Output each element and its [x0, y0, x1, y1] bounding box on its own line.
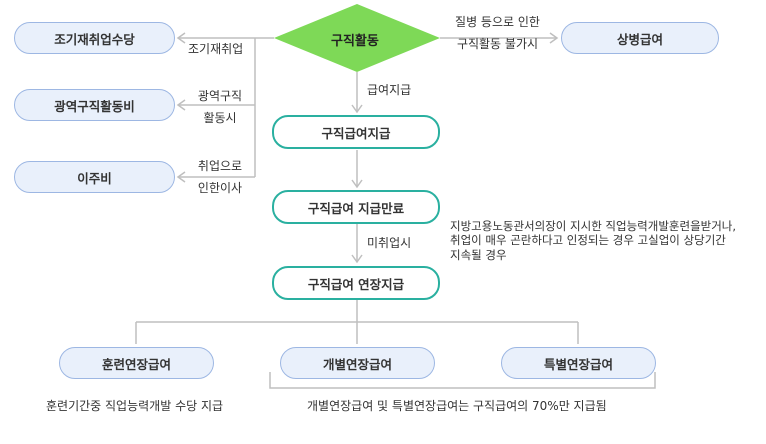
node-extended: 구직급여 연장지급: [272, 266, 440, 300]
note-training: 훈련기간중 직업능력개발 수당 지급: [46, 399, 224, 413]
arrowhead-extended: [351, 254, 363, 264]
note-individual-special: 개별연장급여 및 특별연장급여는 구직급여의 70%만 지급됨: [307, 399, 607, 413]
node-payment: 구직급여지급: [272, 115, 440, 149]
edge-label-sickness: 질병 등으로 인한 구직활동 불가시: [440, 12, 555, 55]
node-individual-ext: 개별연장급여: [280, 347, 435, 379]
start-label: 구직활동: [331, 34, 379, 49]
arrowhead-sickness: [549, 32, 559, 44]
node-sickness: 상병급여: [561, 22, 719, 54]
edge-label-wide-area-line2: 활동시: [203, 110, 237, 125]
edge-label-wide-area-line1: 광역구직: [197, 89, 243, 103]
arrowhead-payment-end: [351, 179, 363, 189]
edge-label-wide-area: 광역구직 활동시: [190, 86, 250, 129]
arrowhead-wide: [176, 99, 186, 111]
arrowhead-relocation: [176, 171, 186, 183]
note-extension-condition-line3: 지속될 경우: [450, 247, 507, 262]
edge-label-relocation-line1: 취업으로: [197, 159, 243, 173]
edge-label-sickness-line2: 구직활동 불가시: [456, 36, 539, 51]
arrowhead-payment: [351, 104, 363, 114]
edge-label-relocation: 취업으로 인한이사: [188, 156, 252, 199]
node-training-ext: 훈련연장급여: [59, 347, 214, 379]
node-payment-end: 구직급여 지급만료: [272, 190, 440, 224]
edge-label-not-employed: 미취업시: [367, 236, 412, 250]
bracket-individual-special: [269, 372, 656, 389]
edge-label-benefit-payment: 급여지급: [367, 83, 412, 97]
note-extension-condition-line1: 지방고용노동관서의장이 지시한 직업능력개발훈련을받거나,: [450, 219, 737, 233]
edge-label-relocation-line2: 인한이사: [197, 180, 243, 195]
edge-label-sickness-line1: 질병 등으로 인한: [455, 15, 540, 29]
note-extension-condition-line2: 취업이 매우 곤란하다고 인정되는 경우 고실업이 상당기간: [450, 233, 726, 248]
edge-label-early-reemploy: 조기재취업: [188, 42, 244, 56]
node-special-ext: 특별연장급여: [501, 347, 656, 379]
node-wide-area: 광역구직활동비: [14, 89, 175, 121]
node-early-allowance: 조기재취업수당: [14, 22, 175, 54]
start-diamond: [274, 4, 440, 72]
arrowhead-early: [176, 32, 186, 44]
note-extension-condition: 지방고용노동관서의장이 지시한 직업능력개발훈련을받거나, 취업이 매우 곤란하…: [450, 219, 736, 262]
node-relocation: 이주비: [14, 161, 175, 193]
